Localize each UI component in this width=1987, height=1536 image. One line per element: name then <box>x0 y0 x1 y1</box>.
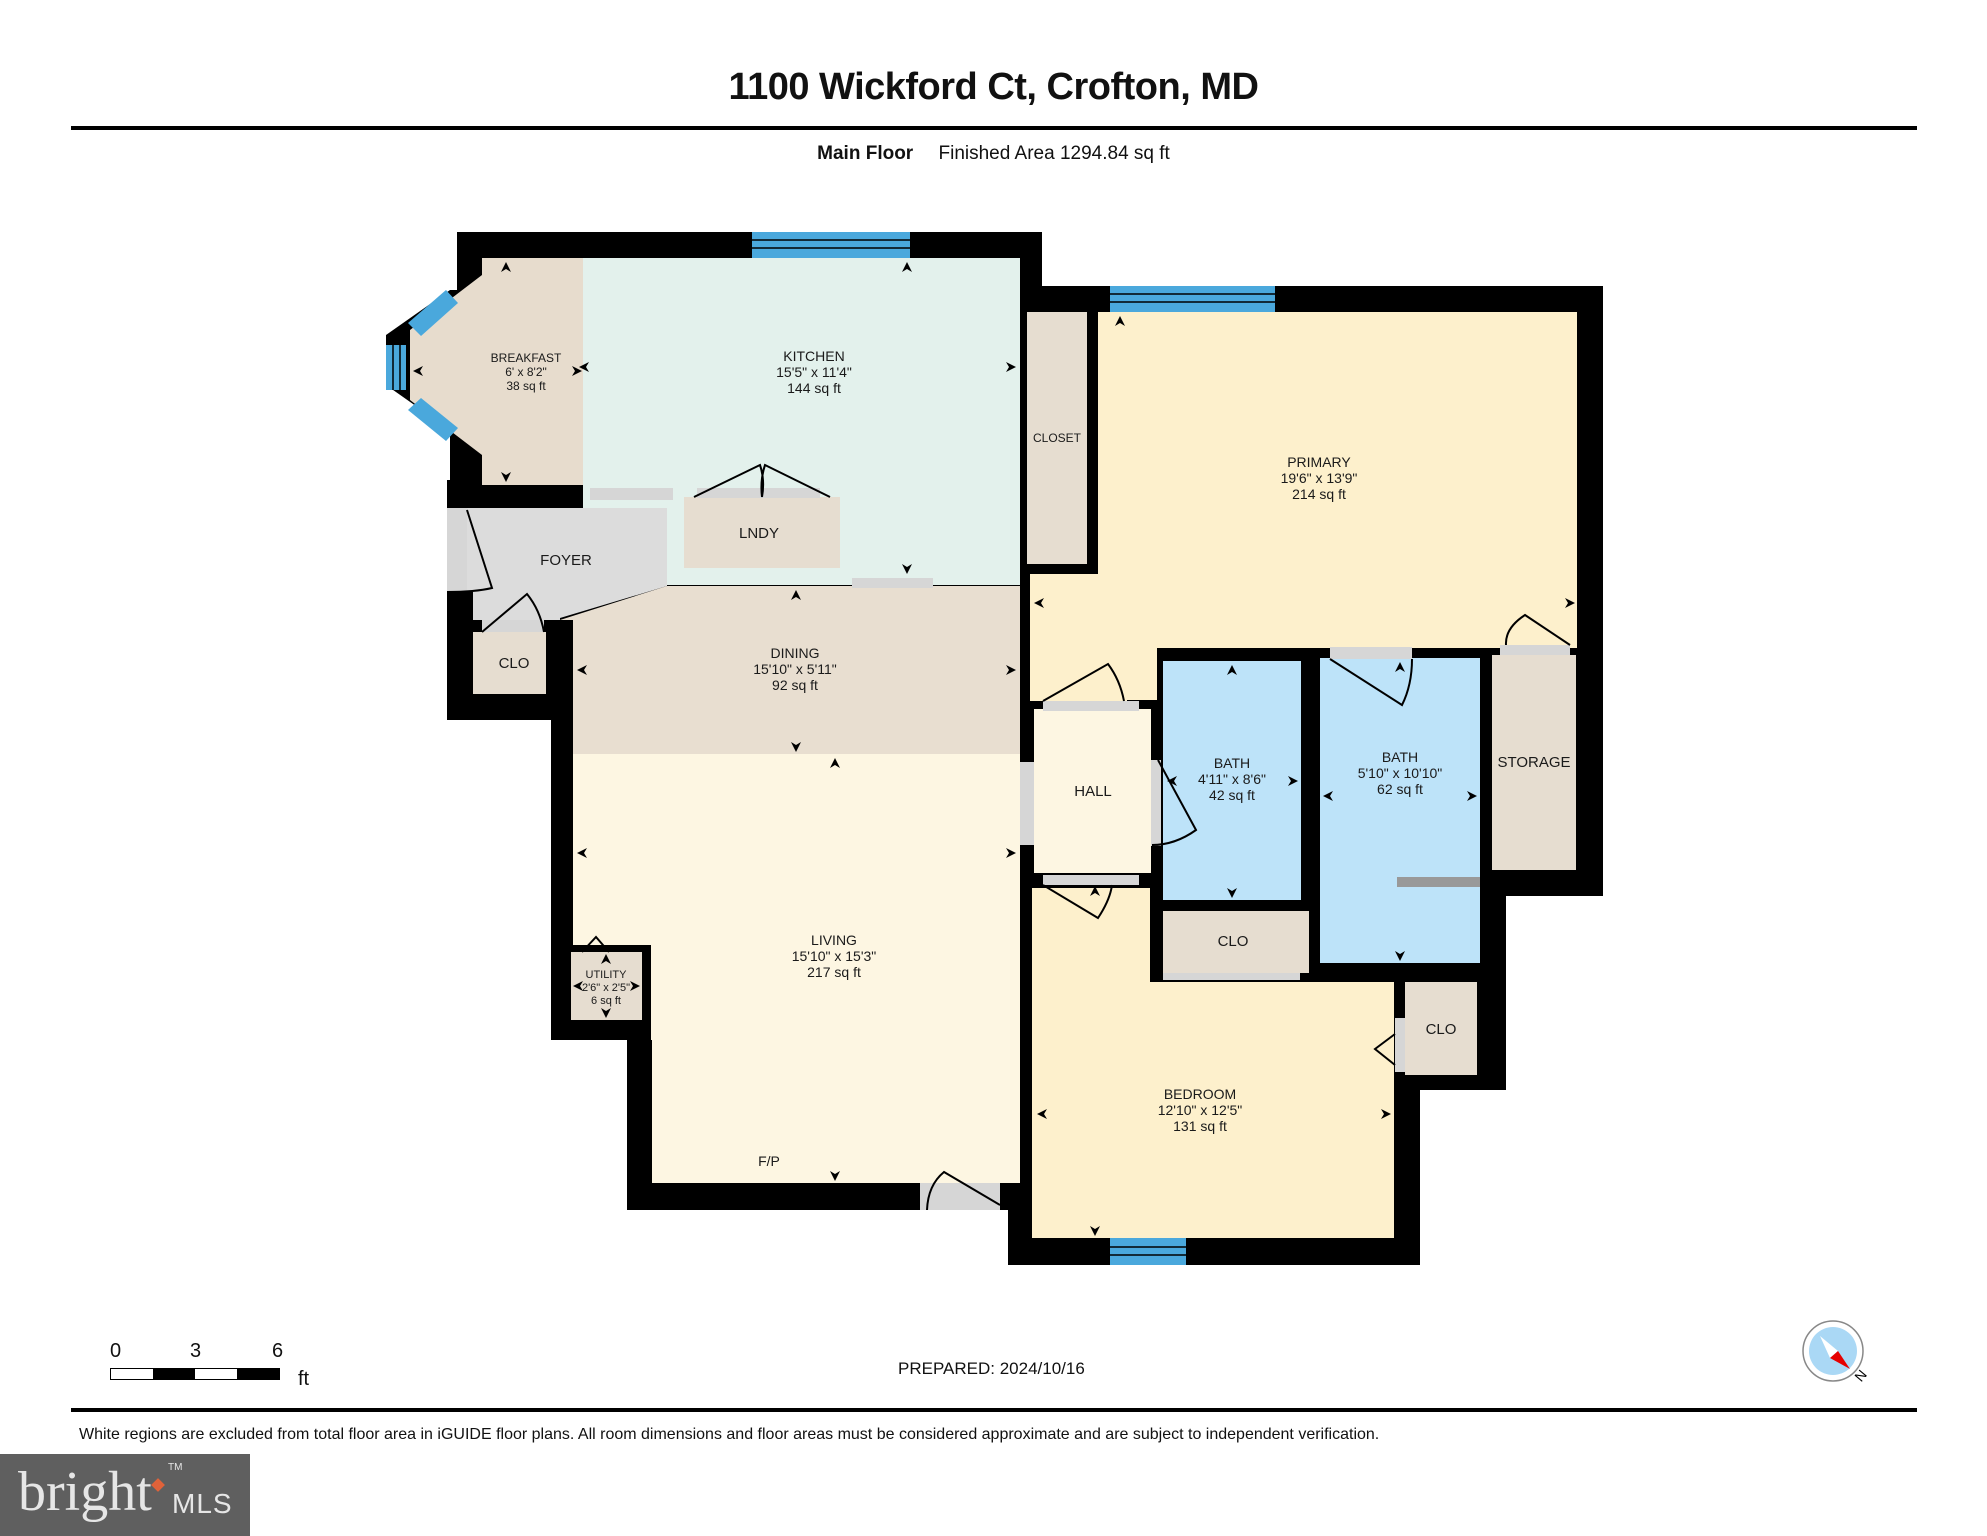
label-clo-bath: CLO <box>1218 933 1249 950</box>
label-bath-1: BATH <box>1214 755 1250 771</box>
windows <box>386 232 1275 1265</box>
label-living: LIVING <box>811 932 857 948</box>
window-bay-north <box>408 290 458 336</box>
label-utility: UTILITY <box>586 969 628 981</box>
room-hall <box>1034 709 1151 873</box>
prepared-date: PREPARED: 2024/10/16 <box>898 1359 1085 1378</box>
area-breakfast: 38 sq ft <box>506 379 546 393</box>
scale-bar: 0 3 6 ft <box>110 1340 309 1390</box>
label-foyer: FOYER <box>540 552 592 569</box>
floor-subtitle: Main Floor Finished Area 1294.84 sq ft <box>0 143 1987 165</box>
area-kitchen: 144 sq ft <box>787 380 841 396</box>
area-bath-1: 42 sq ft <box>1209 787 1255 803</box>
room-bath-2 <box>1320 658 1480 963</box>
dims-bath-2: 5'10" x 10'10" <box>1358 765 1443 781</box>
shower-bar <box>1397 877 1480 887</box>
label-breakfast: BREAKFAST <box>491 351 562 365</box>
label-closet: CLOSET <box>1033 431 1082 445</box>
window-bedroom <box>1110 1238 1186 1265</box>
label-laundry: LNDY <box>739 525 779 542</box>
room-dining <box>560 586 1020 754</box>
label-storage: STORAGE <box>1497 754 1570 771</box>
area-living: 217 sq ft <box>807 964 861 980</box>
room-closet-primary <box>1027 312 1087 564</box>
page-title: 1100 Wickford Ct, Crofton, MD <box>728 66 1259 108</box>
disclaimer: White regions are excluded from total fl… <box>79 1426 1380 1443</box>
area-primary: 214 sq ft <box>1292 486 1346 502</box>
label-dining: DINING <box>771 645 820 661</box>
area-utility: 6 sq ft <box>591 995 621 1007</box>
dims-primary: 19'6" x 13'9" <box>1281 470 1358 486</box>
room-laundry <box>684 497 840 568</box>
finished-area: Finished Area 1294.84 sq ft <box>938 143 1170 164</box>
footer-divider <box>71 1408 1917 1412</box>
scale-tick-3: 3 <box>190 1340 202 1362</box>
label-hall: HALL <box>1074 783 1112 800</box>
logo-star-icon <box>151 1478 165 1492</box>
area-bedroom: 131 sq ft <box>1173 1118 1227 1134</box>
logo-tm: TM <box>168 1462 183 1473</box>
room-primary <box>1030 312 1577 701</box>
window-kitchen <box>752 232 910 258</box>
compass-icon: N <box>1802 1320 1870 1384</box>
dims-kitchen: 15'5" x 11'4" <box>776 364 852 380</box>
scale-unit: ft <box>298 1368 310 1390</box>
logo-mls-text: MLS <box>172 1488 233 1519</box>
dims-utility: 2'6" x 2'5" <box>582 982 630 994</box>
dims-bath-1: 4'11" x 8'6" <box>1198 771 1266 787</box>
logo-bright-text: bright <box>18 1461 152 1523</box>
scale-bar-graphic <box>110 1368 280 1380</box>
scale-tick-0: 0 <box>110 1340 122 1362</box>
door-swings <box>446 463 1571 1211</box>
dims-dining: 15'10" x 5'11" <box>753 661 837 677</box>
label-kitchen: KITCHEN <box>783 348 844 364</box>
label-bath-2: BATH <box>1382 749 1418 765</box>
room-foyer <box>447 508 667 620</box>
room-storage <box>1492 655 1576 870</box>
room-utility <box>571 952 642 1020</box>
label-clo-bedroom: CLO <box>1426 1021 1457 1038</box>
room-clo-foyer <box>473 632 546 694</box>
window-bay-south <box>408 398 458 441</box>
room-living <box>573 754 1020 1183</box>
room-labels: BREAKFAST 6' x 8'2" 38 sq ft KITCHEN 15'… <box>491 348 1571 1169</box>
window-bay-west <box>386 345 406 390</box>
bright-mls-logo: bright TM MLS <box>0 1454 250 1536</box>
room-bath-1 <box>1163 661 1301 900</box>
dimension-markers <box>413 262 1575 1236</box>
room-breakfast <box>410 258 583 485</box>
window-primary <box>1110 286 1275 312</box>
room-clo-bedroom <box>1405 982 1477 1075</box>
floor-plan: BREAKFAST 6' x 8'2" 38 sq ft KITCHEN 15'… <box>386 232 1603 1265</box>
scale-tick-6: 6 <box>272 1340 284 1362</box>
dims-living: 15'10" x 15'3" <box>792 948 877 964</box>
label-clo-foyer: CLO <box>499 655 530 672</box>
label-fireplace: F/P <box>758 1153 780 1169</box>
header-divider <box>71 126 1917 130</box>
area-dining: 92 sq ft <box>772 677 818 693</box>
dims-breakfast: 6' x 8'2" <box>505 365 547 379</box>
dims-bedroom: 12'10" x 12'5" <box>1158 1102 1243 1118</box>
room-bedroom <box>1032 888 1394 1238</box>
floor-label: Main Floor <box>817 143 914 164</box>
label-primary: PRIMARY <box>1287 454 1351 470</box>
label-bedroom: BEDROOM <box>1164 1086 1236 1102</box>
area-bath-2: 62 sq ft <box>1377 781 1423 797</box>
room-clo-bath <box>1163 911 1309 973</box>
